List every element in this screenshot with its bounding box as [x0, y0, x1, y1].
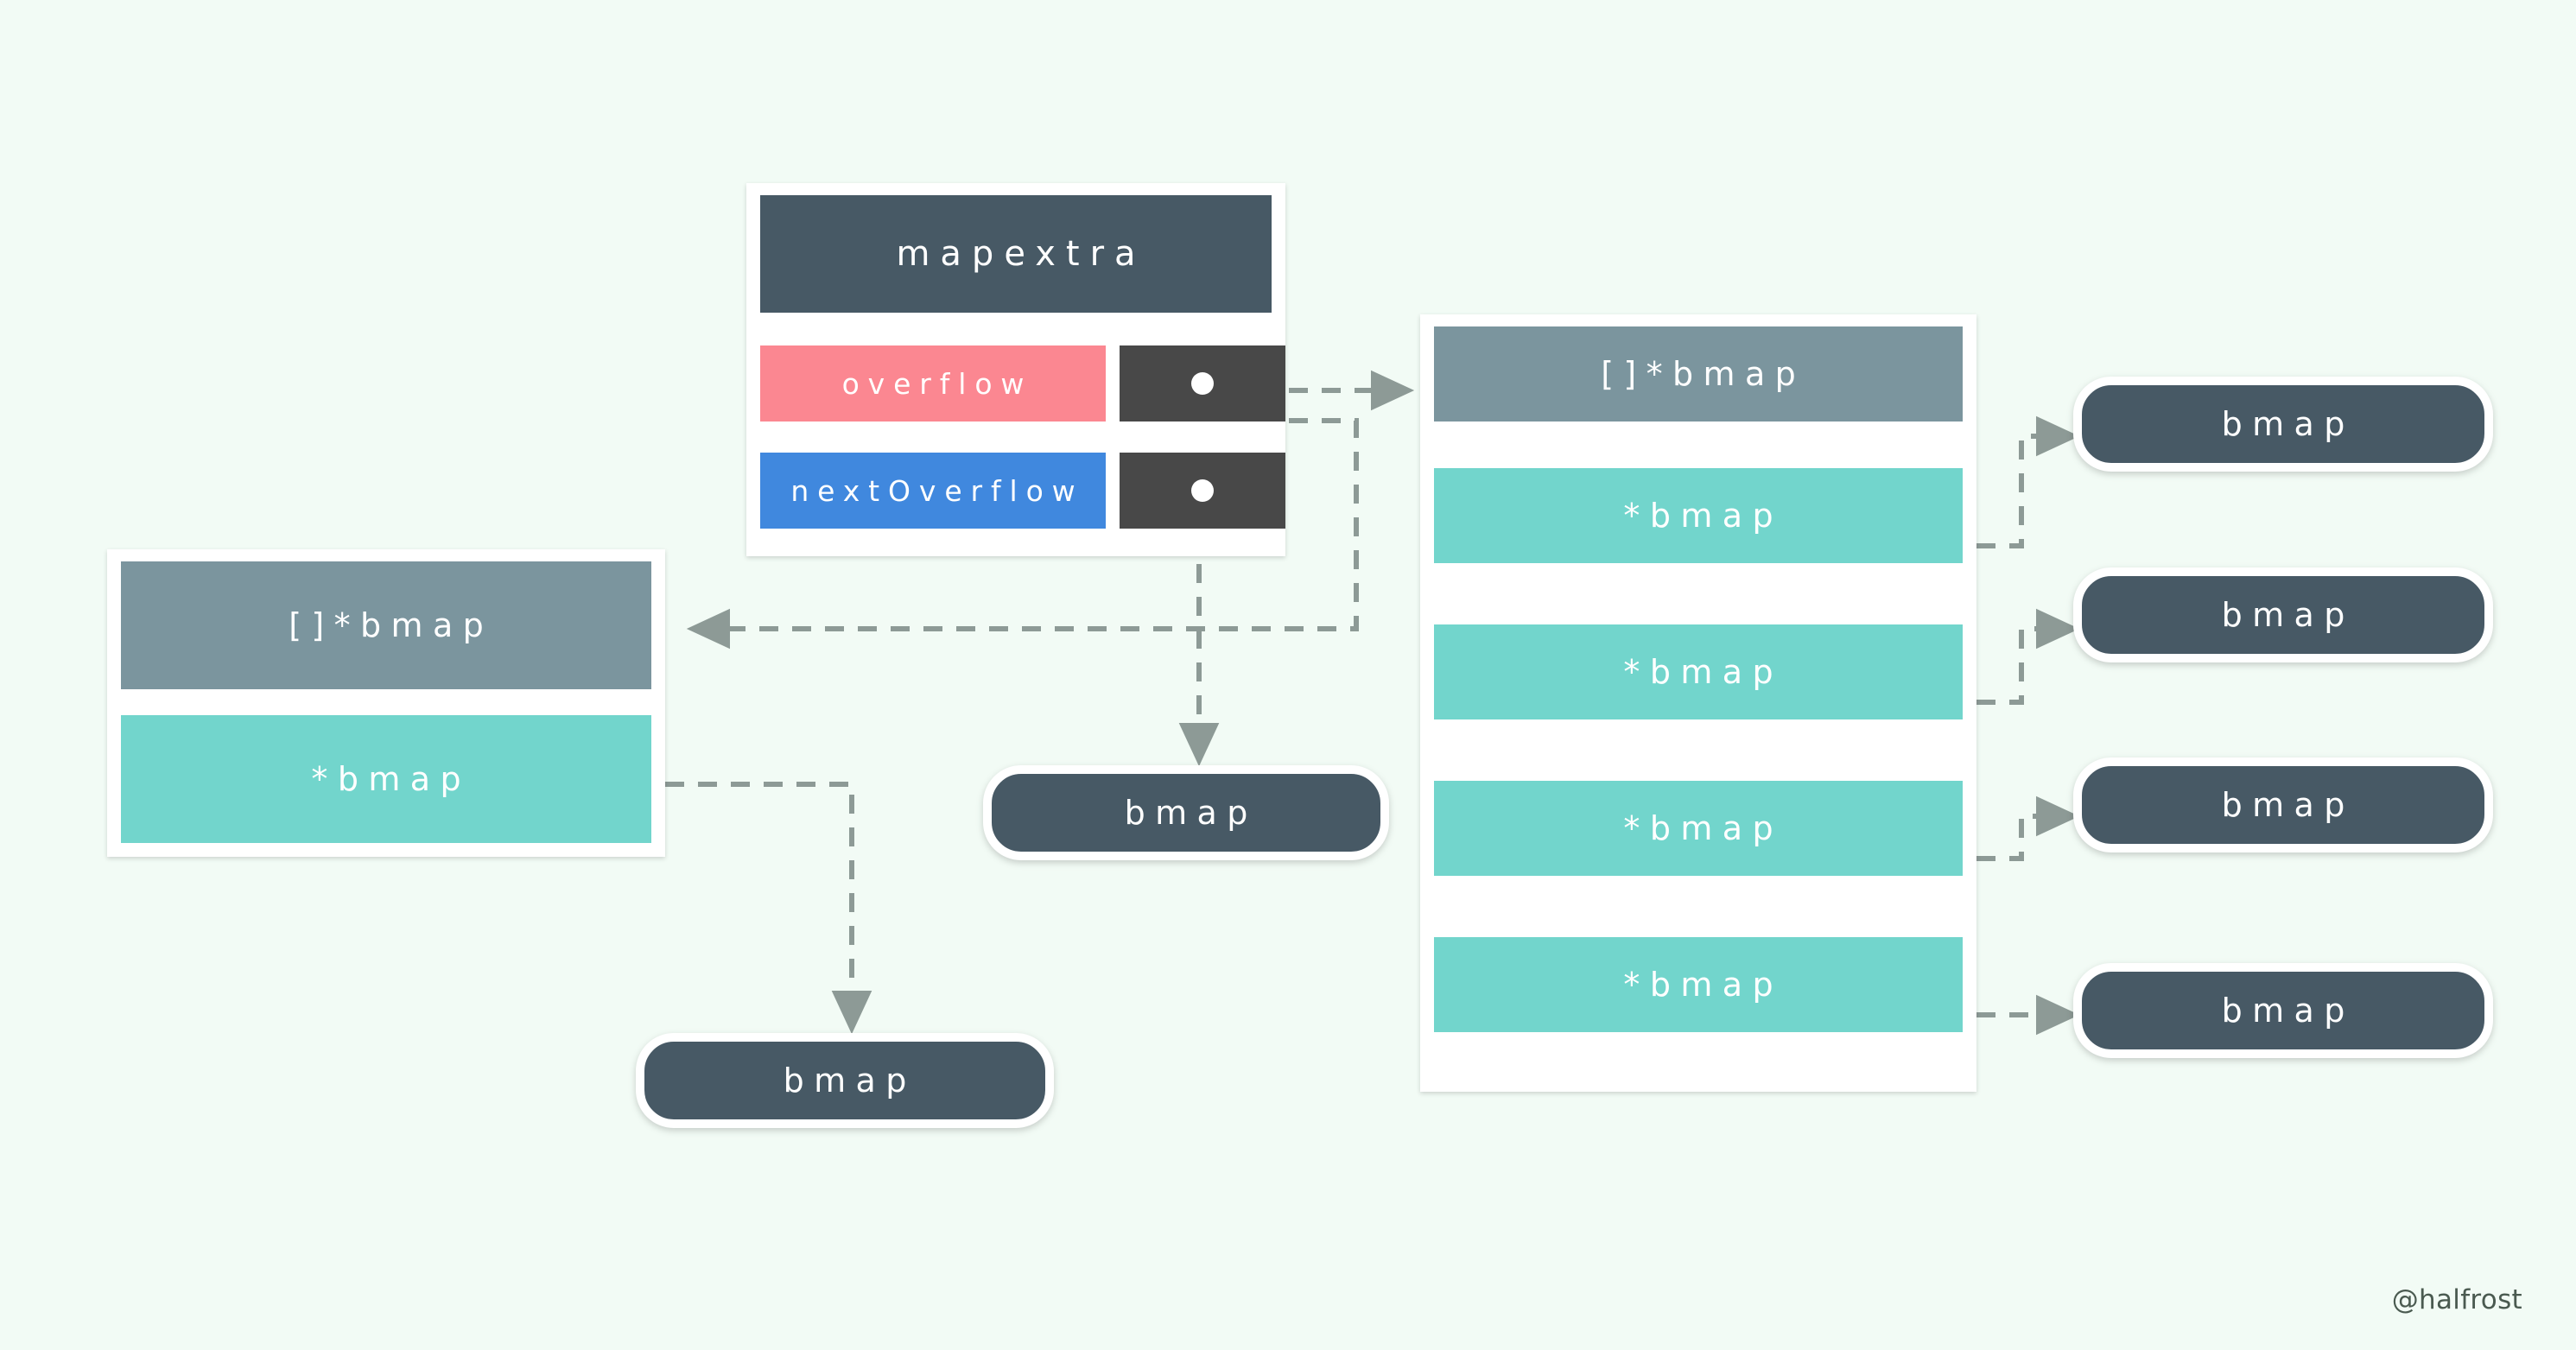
- left-bucket-array-slot-0[interactable]: *bmap: [121, 715, 651, 843]
- bmap-node-left[interactable]: bmap: [636, 1033, 1054, 1128]
- bmap-node-right-3[interactable]: bmap: [2073, 963, 2493, 1058]
- bmap-node-right-1[interactable]: bmap: [2073, 567, 2493, 662]
- right-bucket-array-slot-2[interactable]: *bmap: [1434, 781, 1963, 876]
- right-bucket-array-slot-0[interactable]: *bmap: [1434, 468, 1963, 563]
- mapextra-field-overflow-label: overflow: [760, 345, 1106, 421]
- right-bucket-array-slot-1[interactable]: *bmap: [1434, 624, 1963, 719]
- pointer-dot-icon: [1191, 479, 1214, 502]
- wire-left-slot-to-bmap: [665, 782, 872, 1035]
- wire-right-slot-2: [1976, 608, 2080, 705]
- wire-right-slot-3: [1976, 795, 2080, 861]
- mapextra-title: mapextra: [760, 195, 1272, 313]
- mapextra-field-nextoverflow-label: nextOverflow: [760, 453, 1106, 529]
- mapextra-field-nextoverflow-pointer[interactable]: [1120, 453, 1285, 529]
- bmap-node-center[interactable]: bmap: [983, 765, 1389, 860]
- right-bucket-array-slot-3[interactable]: *bmap: [1434, 937, 1963, 1032]
- pointer-dot-icon: [1191, 372, 1214, 395]
- wire-right-slot-1: [1976, 415, 2080, 548]
- mapextra-field-overflow-pointer[interactable]: [1120, 345, 1285, 421]
- watermark: @halfrost: [2391, 1284, 2522, 1315]
- right-bucket-array-header: []*bmap: [1434, 326, 1963, 421]
- bmap-node-right-2[interactable]: bmap: [2073, 757, 2493, 852]
- bmap-node-right-0[interactable]: bmap: [2073, 377, 2493, 472]
- left-bucket-array-header: []*bmap: [121, 561, 651, 689]
